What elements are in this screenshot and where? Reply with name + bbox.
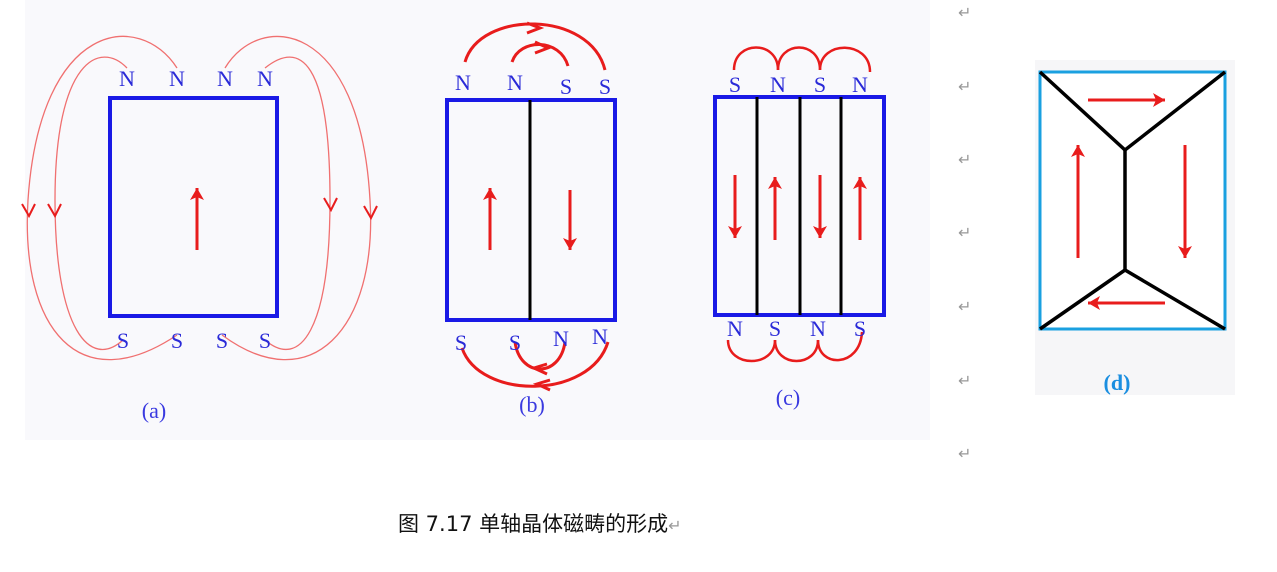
- crystal-frame-a: [108, 96, 279, 318]
- field-lines-c: [726, 46, 872, 363]
- crystal-frame-d: [1038, 70, 1227, 331]
- pole-label: S: [455, 330, 467, 355]
- pole-label: N: [169, 66, 185, 91]
- return-mark: ↵: [958, 444, 971, 463]
- return-mark: ↵: [958, 150, 971, 169]
- pole-label: S: [560, 74, 572, 99]
- return-mark: ↵: [958, 77, 971, 96]
- pole-label: N: [217, 66, 233, 91]
- field-direction-arrows-a: [21, 197, 378, 221]
- caption-text: 图 7.17 单轴晶体磁畴的形成: [398, 512, 669, 536]
- return-mark: ↵: [958, 371, 971, 390]
- pole-label: S: [729, 72, 741, 97]
- panel-a: N N N N S S S S (a): [21, 35, 378, 423]
- pole-label: N: [507, 70, 523, 95]
- return-mark: ↵: [668, 516, 682, 535]
- pole-label: N: [852, 72, 868, 97]
- field-lines-b: [460, 21, 610, 392]
- pole-label: N: [119, 66, 135, 91]
- closure-domain-walls: [1038, 70, 1227, 331]
- figure-background: [25, 0, 930, 440]
- pole-label: S: [814, 72, 826, 97]
- pole-label: S: [854, 316, 866, 341]
- return-mark: ↵: [958, 3, 971, 22]
- domain-walls: [755, 97, 843, 315]
- panel-label-a: (a): [142, 398, 166, 423]
- return-mark: ↵: [958, 223, 971, 242]
- pole-label: S: [599, 74, 611, 99]
- pole-label: S: [259, 328, 271, 353]
- panel-c: S N S N N S N S (c): [713, 46, 886, 410]
- pole-label: S: [117, 328, 129, 353]
- panel-label-c: (c): [776, 385, 800, 410]
- pole-label: S: [171, 328, 183, 353]
- figure-caption: 图 7.17 单轴晶体磁畴的形成↵: [398, 508, 682, 538]
- panel-label-b: (b): [519, 392, 545, 417]
- pole-label: S: [769, 316, 781, 341]
- panel-d: (d): [1038, 70, 1227, 395]
- field-lines-a: [26, 35, 372, 361]
- panel-label-d: (d): [1104, 370, 1131, 395]
- pole-label: N: [810, 316, 826, 341]
- panel-b: N N S S S S N N (b): [445, 21, 617, 417]
- return-mark: ↵: [958, 297, 971, 316]
- pole-label: N: [770, 72, 786, 97]
- pole-label: N: [257, 66, 273, 91]
- paragraph-marks: ↵ ↵ ↵ ↵ ↵ ↵ ↵: [958, 3, 971, 463]
- pole-label: N: [592, 324, 608, 349]
- pole-label: N: [553, 326, 569, 351]
- pole-label: N: [455, 70, 471, 95]
- pole-label: S: [509, 330, 521, 355]
- pole-label: N: [727, 316, 743, 341]
- pole-label: S: [216, 328, 228, 353]
